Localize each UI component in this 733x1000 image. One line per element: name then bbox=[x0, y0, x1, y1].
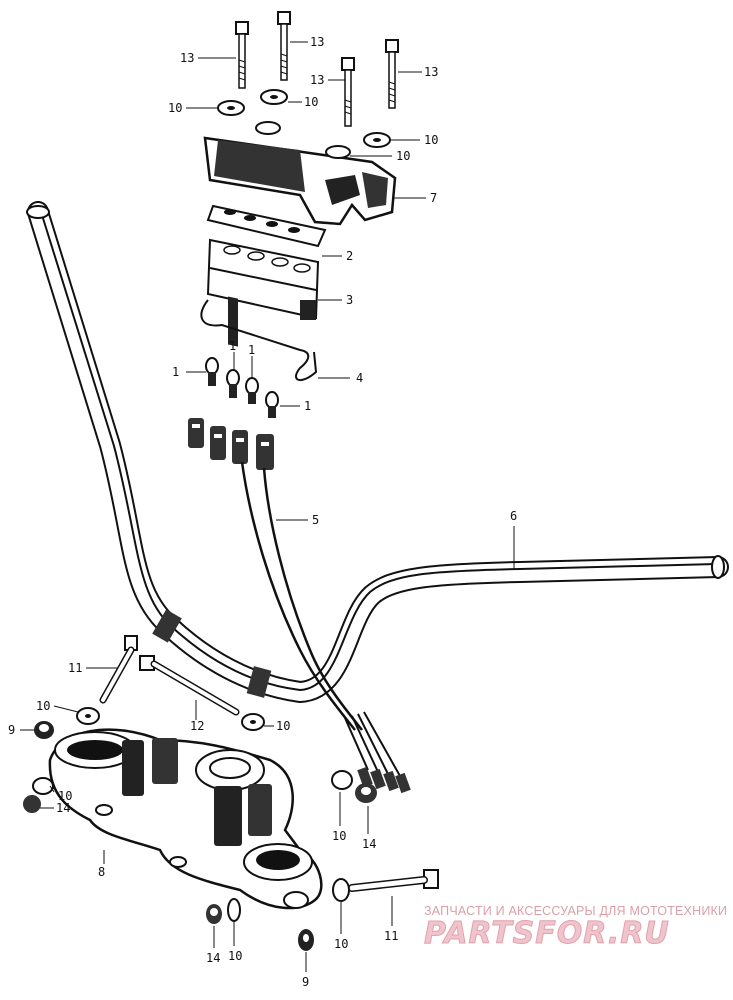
callout-13-b: 13 bbox=[310, 35, 324, 49]
socket-harness bbox=[188, 418, 411, 794]
callout-10-c: 10 bbox=[424, 133, 438, 147]
callout-9-a: 9 bbox=[8, 723, 15, 737]
bolt-11-left bbox=[99, 635, 138, 704]
callout-10-f: 10 bbox=[276, 719, 290, 733]
callout-4: 4 bbox=[356, 371, 363, 385]
washer-10-top-row bbox=[217, 89, 391, 148]
callout-7: 7 bbox=[430, 191, 437, 205]
callout-13-c: 13 bbox=[310, 73, 324, 87]
spring-clip bbox=[200, 299, 318, 382]
callout-10-a: 10 bbox=[168, 101, 182, 115]
callout-6: 6 bbox=[510, 509, 517, 523]
callout-9-b: 9 bbox=[302, 975, 309, 989]
bolt-13-c bbox=[341, 57, 355, 127]
callout-10-b: 10 bbox=[304, 95, 318, 109]
callout-10-g: 10 bbox=[58, 789, 72, 803]
callout-14-a: 14 bbox=[56, 801, 70, 815]
watermark-logo: PARTSFOR.RU bbox=[424, 916, 670, 952]
bolt-11-right bbox=[348, 869, 439, 892]
watermark-tagline: ЗАПЧАСТИ И АКСЕССУАРЫ ДЛЯ МОТОТЕХНИКИ bbox=[424, 904, 728, 918]
handlebar bbox=[26, 201, 729, 704]
callout-10-h: 10 bbox=[332, 829, 346, 843]
bolt-12 bbox=[139, 655, 240, 716]
indicator-plate bbox=[206, 204, 327, 248]
callout-numbers: 13 13 13 13 10 10 10 10 7 2 3 4 1 1 1 5 … bbox=[8, 35, 517, 989]
bolt-13-b bbox=[277, 11, 291, 81]
callout-5: 5 bbox=[312, 513, 319, 527]
handlebar-upper-holder bbox=[203, 121, 397, 226]
callout-10-d: 10 bbox=[396, 149, 410, 163]
callout-3: 3 bbox=[346, 293, 353, 307]
callout-2: 2 bbox=[346, 249, 353, 263]
callout-1-d: 1 bbox=[304, 399, 311, 413]
callout-10-j: 10 bbox=[334, 937, 348, 951]
callout-8: 8 bbox=[98, 865, 105, 879]
callout-14-b: 14 bbox=[362, 837, 376, 851]
callout-10-i: 10 bbox=[228, 949, 242, 963]
callout-1-c: 1 bbox=[248, 343, 255, 357]
callout-11-b: 11 bbox=[384, 929, 398, 943]
leader-lines bbox=[20, 41, 515, 972]
callout-14-c: 14 bbox=[206, 951, 220, 965]
indicator-lamp-housing bbox=[206, 238, 320, 347]
callout-11-a: 11 bbox=[68, 661, 82, 675]
callout-13-d: 13 bbox=[424, 65, 438, 79]
indicator-bulbs bbox=[205, 357, 279, 418]
lower-washers-nuts bbox=[23, 707, 377, 951]
bolt-13-d bbox=[385, 39, 399, 109]
handlebar-lower-holder bbox=[48, 728, 323, 910]
callout-13-a: 13 bbox=[180, 51, 194, 65]
callout-12: 12 bbox=[190, 719, 204, 733]
callout-1-b: 1 bbox=[229, 339, 236, 353]
bolt-13-a bbox=[235, 21, 249, 89]
callout-1-a: 1 bbox=[172, 365, 179, 379]
callout-10-e: 10 bbox=[36, 699, 50, 713]
